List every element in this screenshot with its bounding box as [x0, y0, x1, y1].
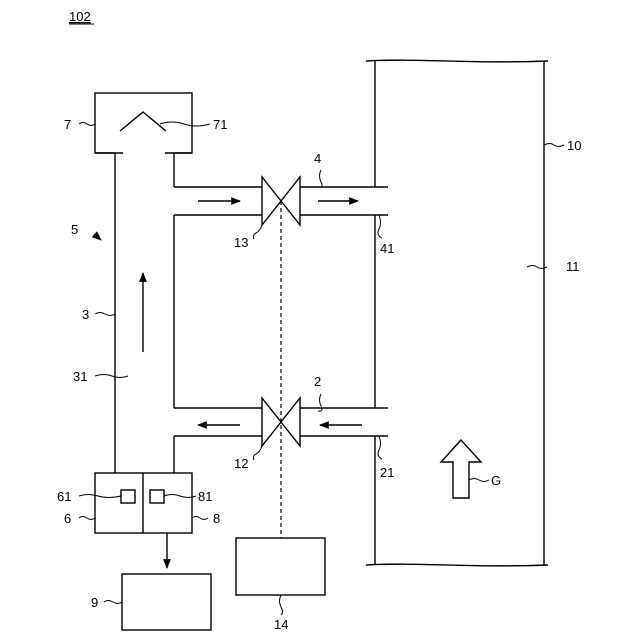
figure-number: 102	[69, 9, 91, 24]
label-31: 31	[73, 369, 87, 384]
label-12: 12	[234, 456, 248, 471]
label-11: 11	[566, 259, 580, 274]
label-6: 6	[64, 511, 71, 526]
label-8: 8	[213, 511, 220, 526]
label-9: 9	[91, 595, 98, 610]
label-61: 61	[57, 489, 71, 504]
label-21: 21	[380, 465, 394, 480]
label-71: 71	[213, 117, 227, 132]
gas-flow-arrow	[441, 440, 481, 498]
label-4: 4	[314, 151, 321, 166]
label-10: 10	[567, 138, 581, 153]
label-14: 14	[274, 617, 288, 632]
label-81: 81	[198, 489, 212, 504]
label-3: 3	[82, 307, 89, 322]
filter-box-7	[95, 93, 192, 155]
analyzer-box-6-8	[95, 473, 192, 533]
label-g: G	[491, 473, 501, 488]
label-2: 2	[314, 374, 321, 389]
label-13: 13	[234, 235, 248, 250]
output-box-9	[122, 574, 211, 630]
controller-box-14	[236, 538, 325, 595]
label-41: 41	[380, 241, 394, 256]
label-5: 5	[71, 222, 78, 237]
label-7: 7	[64, 117, 71, 132]
